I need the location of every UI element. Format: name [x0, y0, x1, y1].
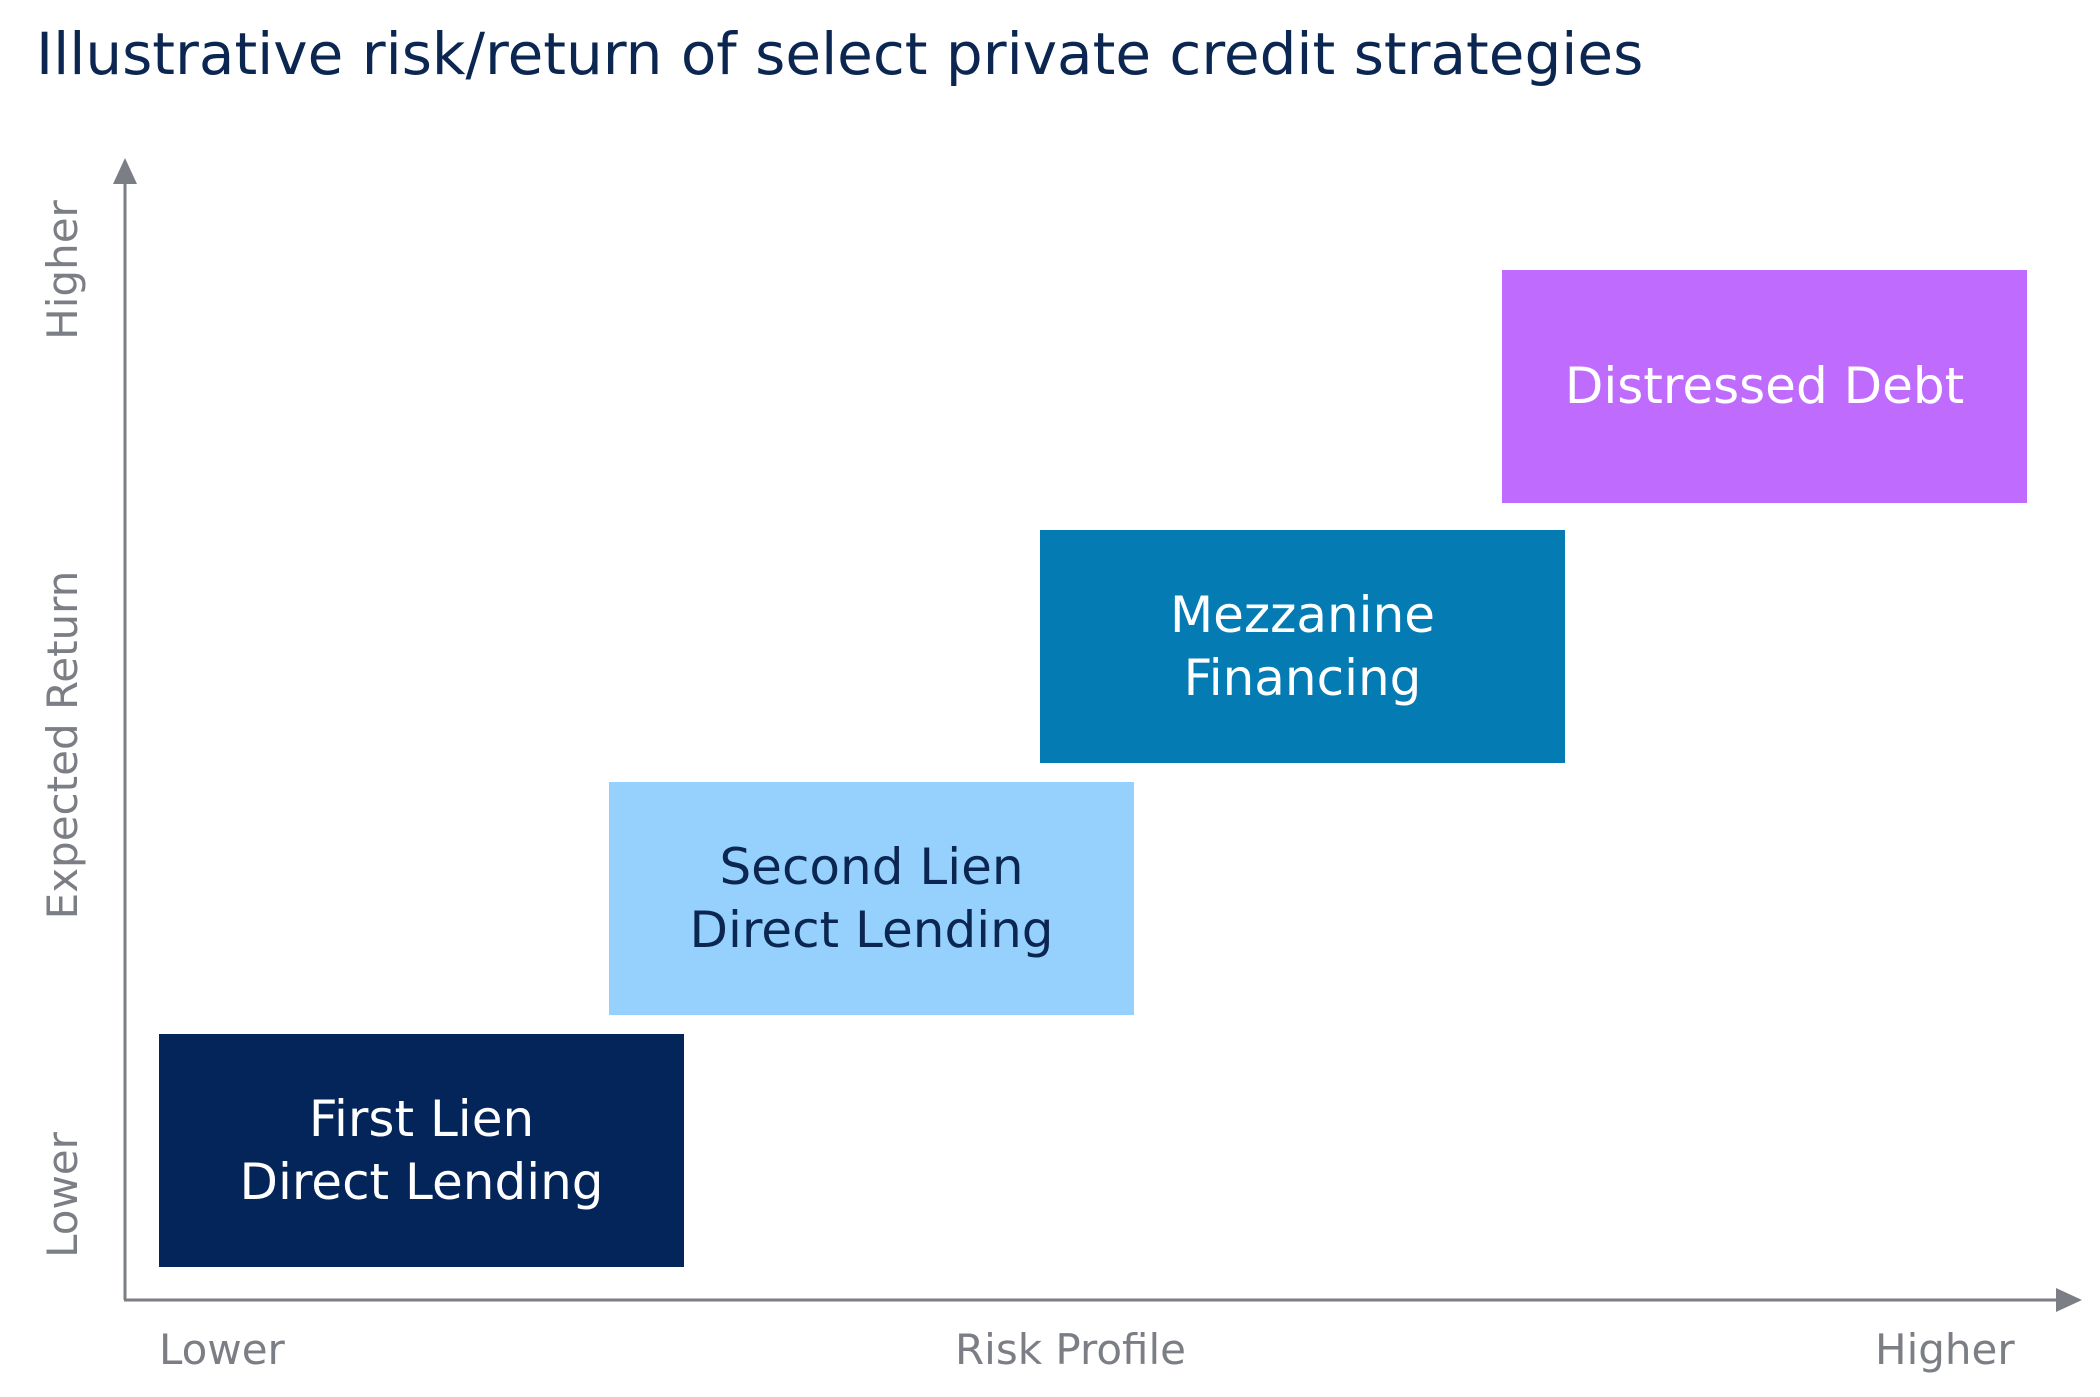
strategy-box-first-lien: First Lien Direct Lending [159, 1034, 684, 1267]
y-axis-title: Expected Return [38, 570, 87, 920]
y-axis-low-label: Lower [38, 1132, 87, 1258]
x-axis-arrow-icon [2056, 1288, 2082, 1312]
strategy-label-line2: Direct Lending [689, 900, 1054, 959]
y-axis-arrow-icon [113, 158, 137, 184]
strategy-box-second-lien: Second Lien Direct Lending [609, 782, 1134, 1015]
x-axis-low-label: Lower [159, 1325, 285, 1374]
y-axis-high-label: Higher [38, 200, 87, 340]
strategy-label-line1: Mezzanine [1169, 585, 1436, 644]
strategy-label-line1: Second Lien [719, 837, 1024, 896]
x-axis-high-label: Higher [1875, 1325, 2015, 1374]
page-title: Illustrative risk/return of select priva… [36, 20, 1644, 88]
strategy-box-distressed-debt: Distressed Debt [1502, 270, 2027, 503]
strategy-box-mezzanine: Mezzanine Financing [1040, 530, 1565, 763]
x-axis-title: Risk Profile [955, 1325, 1186, 1374]
strategy-label-line1: First Lien [308, 1089, 535, 1148]
strategy-label-line2: Financing [1183, 648, 1422, 707]
strategy-label-line1: Distressed Debt [1564, 357, 1965, 415]
strategy-label-line2: Direct Lending [239, 1152, 604, 1211]
